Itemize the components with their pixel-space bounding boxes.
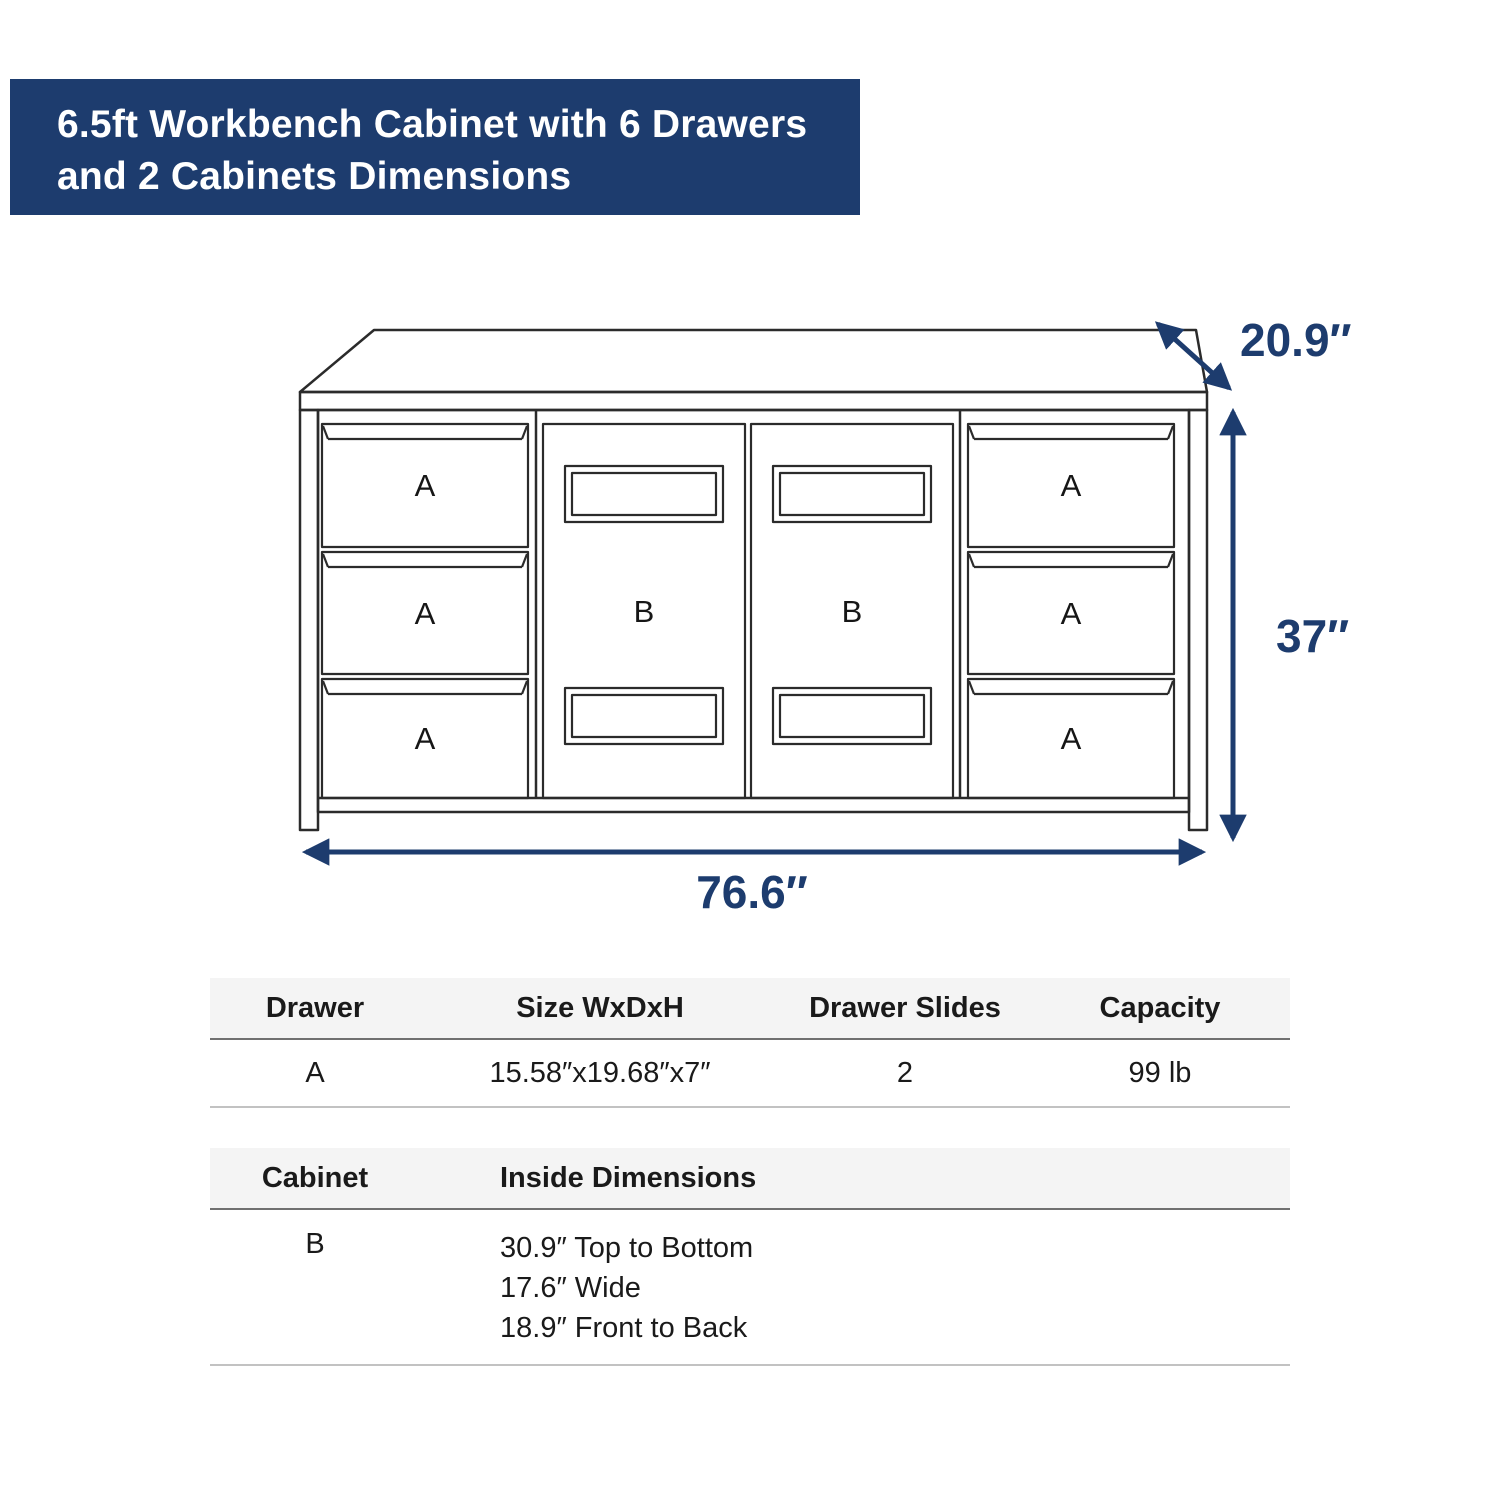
drawer-table-cell-capacity: 99 lb [1128, 1056, 1192, 1089]
drawer-right-1 [966, 422, 1176, 549]
page-title-line2: and 2 Cabinets Dimensions [57, 155, 572, 198]
drawer-right-3 [966, 677, 1176, 800]
drawer-table-cell-size: 15.58″x19.68″x7″ [489, 1056, 711, 1089]
left-side-stile [298, 408, 320, 832]
drawer-left-3 [320, 677, 530, 800]
cabinet-spec-table: Cabinet Inside Dimensions B 30.9″ Top to… [210, 1148, 1290, 1366]
drawer-table-cell-drawer: A [305, 1056, 325, 1089]
drawer-label-right-2: A [1061, 596, 1082, 631]
cabinet-label-left: B [634, 594, 655, 629]
height-dimension-label: 37″ [1276, 610, 1349, 662]
cabinet-line-art [298, 328, 1209, 832]
drawers [320, 422, 1176, 800]
drawer-table-header-capacity: Capacity [1099, 991, 1221, 1024]
door-left [541, 422, 747, 800]
depth-dimension-label: 20.9″ [1240, 314, 1352, 366]
cabinet-table-cell-dimensions: 30.9″ Top to Bottom 17.6″ Wide 18.9″ Fro… [420, 1228, 1290, 1348]
cabinet-dimension-line-2: 17.6″ Wide [500, 1272, 641, 1304]
drawer-label-left-1: A [415, 468, 436, 503]
dimension-annotations [301, 321, 1247, 866]
drawer-table-row: A 15.58″x19.68″x7″ 2 99 lb [210, 1040, 1290, 1108]
drawer-table-cell-slides: 2 [896, 1056, 914, 1089]
cabinet-table-cell-cabinet: B [305, 1228, 325, 1260]
part-labels: A A A A A A B B [415, 468, 1082, 756]
depth-arrow [1154, 321, 1233, 391]
drawer-right-2 [966, 550, 1176, 676]
drawer-table-header-size: Size WxDxH [516, 991, 684, 1024]
cabinet-table-header-dimensions: Inside Dimensions [500, 1161, 757, 1194]
countertop-top-face [298, 328, 1209, 394]
cabinet-face [316, 408, 1191, 814]
width-dimension-label: 76.6″ [696, 866, 808, 918]
drawer-label-right-3: A [1061, 721, 1082, 756]
door-right [749, 422, 955, 800]
drawer-label-left-2: A [415, 596, 436, 631]
cabinet-table-row: B 30.9″ Top to Bottom 17.6″ Wide 18.9″ F… [210, 1210, 1290, 1366]
drawer-spec-table: Drawer Size WxDxH Drawer Slides Capacity… [210, 978, 1290, 1108]
drawer-label-right-1: A [1061, 468, 1082, 503]
cabinet-table-header-row: Cabinet Inside Dimensions [210, 1148, 1290, 1210]
cabinet-table-header-cabinet: Cabinet [261, 1161, 369, 1194]
cabinet-dimension-line-1: 30.9″ Top to Bottom [500, 1232, 754, 1264]
drawer-left-1 [320, 422, 530, 549]
drawer-left-2 [320, 550, 530, 676]
cabinet-dimension-line-3: 18.9″ Front to Back [500, 1312, 748, 1344]
dimension-labels: 20.9″ 37″ 76.6″ [696, 314, 1351, 918]
drawer-table-header-slides: Drawer Slides [809, 991, 1001, 1024]
countertop-front-face [298, 390, 1209, 412]
cabinet-label-right: B [842, 594, 863, 629]
drawer-table-header-drawer: Drawer [265, 991, 365, 1024]
right-side-stile [1187, 408, 1209, 832]
cabinet-doors [541, 422, 955, 800]
drawer-label-left-3: A [415, 721, 436, 756]
drawer-table-header-row: Drawer Size WxDxH Drawer Slides Capacity [210, 978, 1290, 1040]
page-title-line1: 6.5ft Workbench Cabinet with 6 Drawers [57, 103, 808, 146]
title-banner: 6.5ft Workbench Cabinet with 6 Drawers a… [10, 79, 860, 215]
